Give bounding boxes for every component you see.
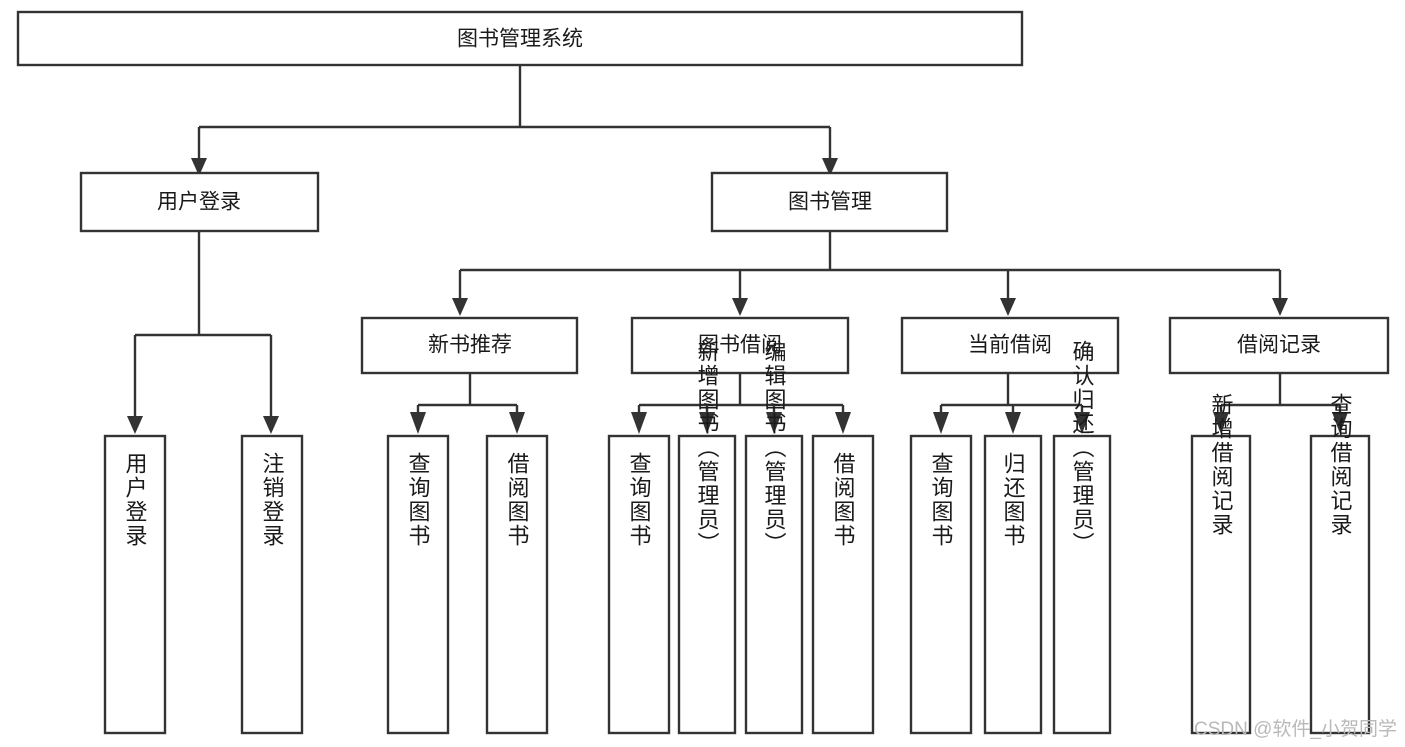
leaf-label: 查询图书 (929, 452, 954, 548)
node-user-login[interactable]: 用户登录 (79, 171, 320, 233)
edge-group-book-borrow (631, 373, 851, 434)
arrow-bb-leaf1 (631, 412, 647, 434)
leaf-label: 查询图书 (406, 452, 431, 548)
edge-group-borrow-record (1213, 373, 1348, 434)
node-user-login-label: 用户登录 (157, 191, 241, 214)
arrow-bb-leaf2 (699, 412, 715, 434)
leaf-node[interactable]: 借阅图书 (811, 434, 875, 735)
leaf-box[interactable] (811, 434, 875, 735)
leaf-node[interactable]: 借阅图书 (485, 434, 549, 735)
leaf-node[interactable]: 查询图书 (386, 434, 450, 735)
arrow-root-to-book-manage (822, 158, 838, 176)
leaf-node[interactable]: 查询借阅记录 (1309, 393, 1371, 735)
leaf-label: 新增借阅记录 (1209, 393, 1234, 537)
arrow-bb-leaf4 (835, 412, 851, 434)
arrow-ul-leaf2 (263, 416, 279, 434)
node-book-borrow[interactable]: 图书借阅 (630, 316, 850, 375)
node-root-box[interactable] (16, 10, 1024, 67)
node-borrow-record-label: 借阅记录 (1237, 334, 1321, 357)
edge-group-new-book-rec (410, 373, 525, 434)
leaf-label: 新增图书（管理员） (695, 340, 720, 556)
leaf-label: 查询借阅记录 (1328, 393, 1353, 537)
leaf-box[interactable] (1190, 434, 1252, 735)
arrow-br-leaf1 (1213, 412, 1229, 434)
leaf-label: 用户登录 (123, 452, 148, 548)
leaf-node[interactable]: 归还图书 (983, 434, 1043, 735)
arrow-cb-leaf3 (1074, 412, 1090, 434)
leaf-box[interactable] (677, 434, 737, 735)
leaf-label: 借阅图书 (505, 452, 530, 548)
leaf-box[interactable] (744, 434, 804, 735)
leaf-node[interactable]: 注销登录 (240, 434, 304, 735)
leaf-box[interactable] (386, 434, 450, 735)
leaf-box[interactable] (103, 434, 167, 735)
node-new-book-rec-label: 新书推荐 (428, 334, 512, 357)
leaf-node[interactable]: 编辑图书（管理员） (744, 340, 804, 735)
node-borrow-record[interactable]: 借阅记录 (1168, 316, 1390, 375)
leaf-node[interactable]: 查询图书 (909, 434, 973, 735)
node-new-book-rec-box[interactable] (360, 316, 579, 375)
arrow-cb-leaf1 (933, 412, 949, 434)
edge-group-book-manage (452, 231, 1288, 316)
node-root-label: 图书管理系统 (457, 28, 583, 51)
arrow-bm-to-borrow-record (1272, 298, 1288, 316)
leaf-box[interactable] (909, 434, 973, 735)
edge-group-root (191, 65, 838, 176)
node-book-manage[interactable]: 图书管理 (710, 171, 949, 233)
edge-group-current-borrow (933, 373, 1090, 434)
node-borrow-record-box[interactable] (1168, 316, 1390, 375)
node-new-book-rec[interactable]: 新书推荐 (360, 316, 579, 375)
leaf-label: 注销登录 (260, 452, 285, 548)
leaf-node[interactable]: 查询图书 (607, 434, 671, 735)
node-book-manage-label: 图书管理 (788, 191, 872, 214)
arrow-bm-to-new-book (452, 298, 468, 316)
arrow-ul-leaf1 (127, 416, 143, 434)
node-current-borrow-label: 当前借阅 (968, 334, 1052, 357)
arrow-bm-to-current-borrow (1000, 298, 1016, 316)
leaf-label: 归还图书 (1001, 452, 1026, 548)
leaf-box[interactable] (1052, 434, 1112, 735)
node-book-borrow-label: 图书借阅 (698, 334, 782, 357)
leaf-label: 借阅图书 (831, 452, 856, 548)
arrow-nbr-leaf1 (410, 412, 426, 434)
arrow-bb-leaf3 (766, 412, 782, 434)
leaf-box[interactable] (240, 434, 304, 735)
leaf-label: 查询图书 (627, 452, 652, 548)
arrow-br-leaf2 (1332, 412, 1348, 434)
leaf-box[interactable] (1309, 434, 1371, 735)
arrow-bm-to-book-borrow (732, 298, 748, 316)
arrow-nbr-leaf2 (509, 412, 525, 434)
arrow-root-to-user-login (191, 158, 207, 176)
node-root[interactable]: 图书管理系统 (16, 10, 1024, 67)
leaf-node[interactable]: 新增借阅记录 (1190, 393, 1252, 735)
leaf-box[interactable] (485, 434, 549, 735)
node-book-borrow-box[interactable] (630, 316, 850, 375)
leaf-node[interactable]: 确认归还（管理员） (1052, 340, 1112, 735)
leaf-label: 编辑图书（管理员） (762, 340, 787, 556)
edge-group-user-login (127, 231, 279, 434)
leaf-box[interactable] (983, 434, 1043, 735)
node-current-borrow-box[interactable] (900, 316, 1120, 375)
leaf-label: 确认归还（管理员） (1070, 340, 1095, 556)
node-book-manage-box[interactable] (710, 171, 949, 233)
leaf-box[interactable] (607, 434, 671, 735)
node-user-login-box[interactable] (79, 171, 320, 233)
leaf-node[interactable]: 新增图书（管理员） (677, 340, 737, 735)
arrow-cb-leaf2 (1005, 412, 1021, 434)
node-current-borrow[interactable]: 当前借阅 (900, 316, 1120, 375)
leaf-node[interactable]: 用户登录 (103, 434, 167, 735)
